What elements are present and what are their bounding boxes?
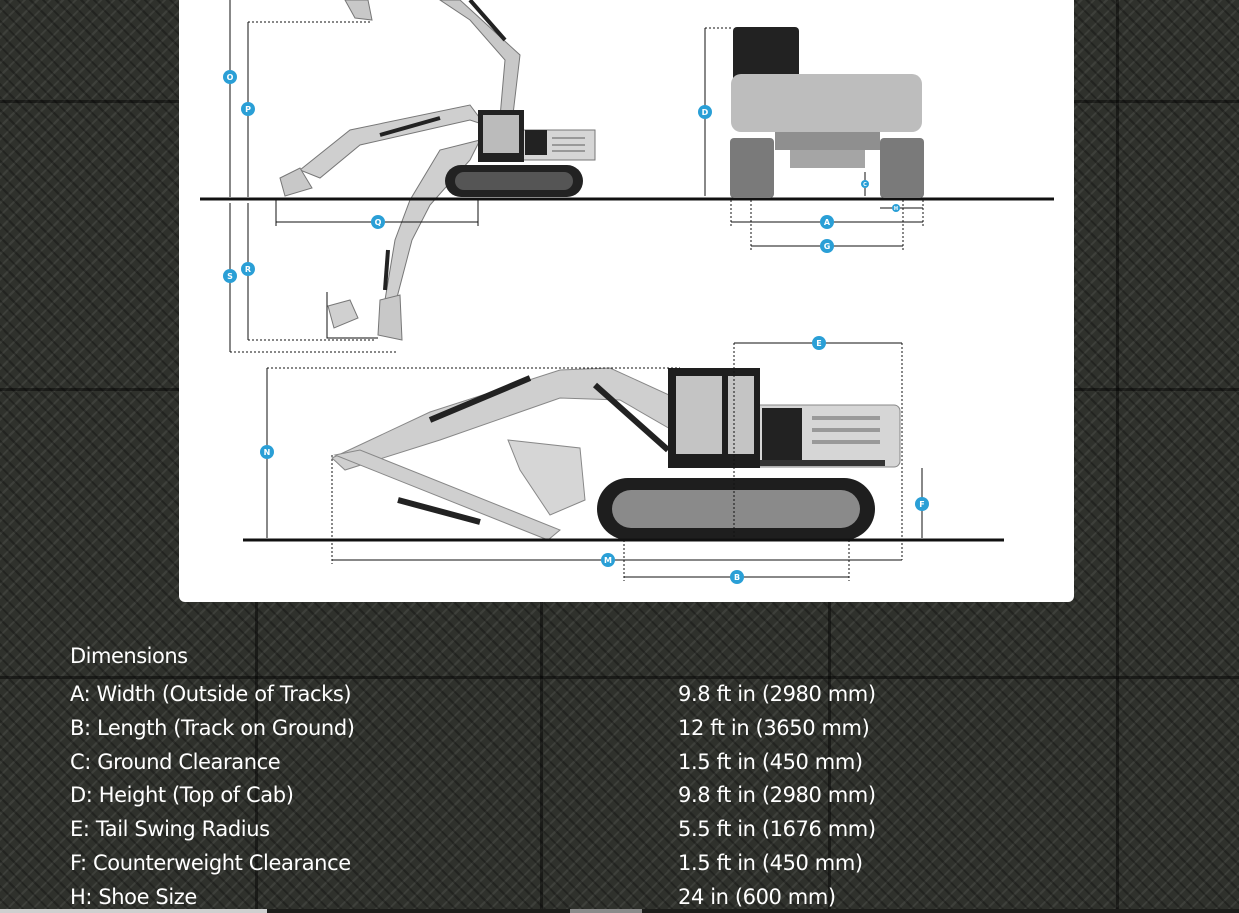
- svg-text:N: N: [264, 448, 271, 457]
- svg-text:F: F: [919, 500, 924, 509]
- spec-row-height: D: Height (Top of Cab) 9.8 ft in (2980 m…: [70, 783, 970, 817]
- spec-value: 5.5 ft in (1676 mm): [678, 817, 876, 842]
- marker-g-icon: G: [820, 239, 834, 253]
- spec-label: H: Shoe Size: [70, 884, 197, 909]
- marker-p-icon: P: [241, 102, 255, 116]
- marker-s-icon: S: [223, 269, 237, 283]
- spec-value: 12 ft in (3650 mm): [678, 715, 870, 740]
- dimensions-heading: Dimensions: [70, 644, 188, 668]
- marker-e-icon: E: [812, 336, 826, 350]
- marker-o-icon: O: [223, 70, 237, 84]
- svg-text:A: A: [824, 218, 831, 227]
- svg-text:O: O: [227, 73, 234, 82]
- spec-label: B: Length (Track on Ground): [70, 715, 355, 740]
- spec-row-length: B: Length (Track on Ground) 12 ft in (36…: [70, 716, 970, 750]
- spec-label: D: Height (Top of Cab): [70, 783, 294, 808]
- marker-q-icon: Q: [371, 215, 385, 229]
- svg-text:M: M: [604, 556, 612, 565]
- side-view-excavator: [200, 0, 1054, 353]
- spec-row-width: A: Width (Outside of Tracks) 9.8 ft in (…: [70, 682, 970, 716]
- spec-value: 9.8 ft in (2980 mm): [678, 783, 876, 808]
- horizontal-scrollbar-thumb[interactable]: [0, 909, 267, 913]
- spec-label: E: Tail Swing Radius: [70, 817, 270, 842]
- spec-row-ground-clearance: C: Ground Clearance 1.5 ft in (450 mm): [70, 750, 970, 784]
- svg-text:P: P: [245, 105, 251, 114]
- marker-a-icon: A: [820, 215, 834, 229]
- svg-text:B: B: [734, 573, 740, 582]
- spec-row-counterweight-clearance: F: Counterweight Clearance 1.5 ft in (45…: [70, 851, 970, 885]
- svg-text:Q: Q: [375, 218, 382, 227]
- spec-row-shoe-size: H: Shoe Size 24 in (600 mm): [70, 885, 970, 913]
- spec-row-tail-swing: E: Tail Swing Radius 5.5 ft in (1676 mm): [70, 817, 970, 851]
- excavator-dimension-diagram: O P Q S R D A G C H E N F M B: [200, 0, 1054, 584]
- svg-text:D: D: [702, 108, 709, 117]
- marker-h-icon: H: [892, 204, 900, 212]
- svg-text:C: C: [863, 182, 867, 188]
- spec-label: F: Counterweight Clearance: [70, 850, 351, 875]
- svg-text:R: R: [245, 265, 251, 274]
- spec-value: 24 in (600 mm): [678, 884, 836, 909]
- spec-value: 1.5 ft in (450 mm): [678, 749, 863, 774]
- spec-value: 9.8 ft in (2980 mm): [678, 682, 876, 706]
- spec-value: 1.5 ft in (450 mm): [678, 850, 863, 875]
- svg-text:G: G: [824, 242, 831, 251]
- dimension-diagram-card: O P Q S R D A G C H E N F M B: [179, 0, 1074, 602]
- svg-text:S: S: [227, 272, 233, 281]
- marker-d-icon: D: [698, 105, 712, 119]
- marker-r-icon: R: [241, 262, 255, 276]
- marker-f-icon: F: [915, 497, 929, 511]
- svg-text:E: E: [816, 339, 821, 348]
- marker-c-icon: C: [861, 180, 869, 188]
- front-view-excavator: [704, 27, 924, 250]
- svg-text:H: H: [894, 206, 898, 212]
- secondary-scrollbar-thumb[interactable]: [570, 909, 642, 913]
- spec-label: C: Ground Clearance: [70, 749, 281, 774]
- spec-label: A: Width (Outside of Tracks): [70, 682, 352, 706]
- large-side-view-excavator: [243, 342, 1004, 581]
- marker-m-icon: M: [601, 553, 615, 567]
- marker-b-icon: B: [730, 570, 744, 584]
- marker-n-icon: N: [260, 445, 274, 459]
- dimensions-spec-list: A: Width (Outside of Tracks) 9.8 ft in (…: [70, 682, 970, 913]
